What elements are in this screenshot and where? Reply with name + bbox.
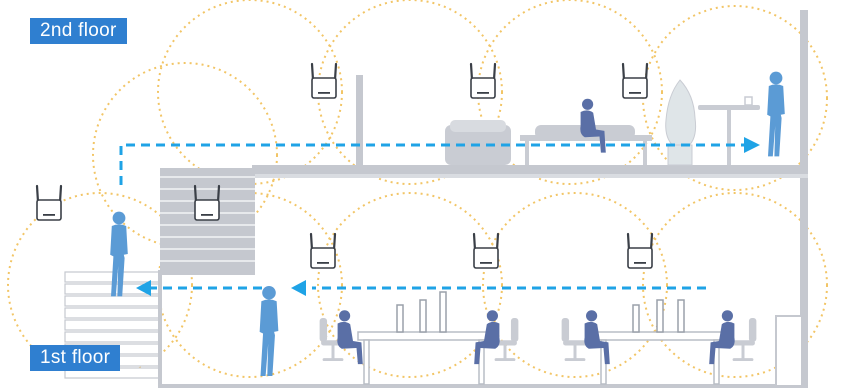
arrow-left-icon <box>136 280 151 296</box>
partition-post <box>356 75 363 165</box>
cafe-table <box>698 96 760 165</box>
desk-left <box>357 331 491 385</box>
office-chair <box>731 317 757 362</box>
access-point-icon <box>310 62 338 100</box>
access-point-icon <box>626 232 654 270</box>
second-floor-slab-edge <box>252 174 808 178</box>
building-structure <box>64 10 808 388</box>
desk-right <box>594 331 726 385</box>
monitors <box>396 291 685 333</box>
stairwell-wall <box>160 168 255 275</box>
person-icon <box>259 285 279 377</box>
office-chair <box>561 317 587 362</box>
access-point-icon <box>621 62 649 100</box>
second-floor-route-line <box>119 143 745 185</box>
floor-label-2nd: 2nd floor <box>30 18 127 44</box>
ground-line <box>160 384 808 388</box>
right-wall <box>800 10 808 388</box>
coverage-circle <box>482 192 668 378</box>
coverage-circle <box>642 192 828 378</box>
roaming-route <box>119 143 745 290</box>
stair-post <box>158 270 162 388</box>
access-point-icon <box>35 184 63 222</box>
coverage-circle <box>317 192 503 378</box>
access-point-icon <box>469 62 497 100</box>
second-floor-slab <box>252 165 808 174</box>
arrow-right-icon <box>744 137 760 153</box>
floor-label-1st: 1st floor <box>30 345 121 371</box>
cabinet <box>775 315 803 387</box>
route-arrowheads <box>136 137 760 296</box>
sofa <box>445 120 511 165</box>
arrow-left-icon <box>291 280 306 296</box>
person-icon <box>767 71 785 157</box>
potted-plant <box>665 79 697 166</box>
